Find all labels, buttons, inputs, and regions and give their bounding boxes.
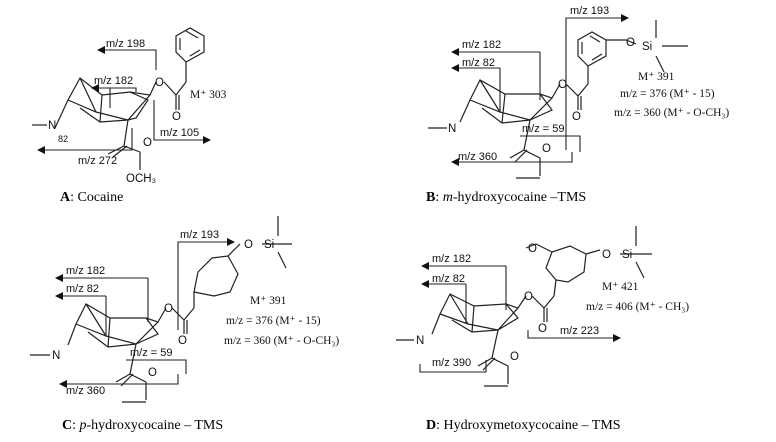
carbonyl-oxygen-d: O xyxy=(538,323,547,335)
caption-c-sep: : xyxy=(72,418,80,433)
ether-oxygen-b: O xyxy=(626,37,635,49)
frag-223-d: m/z 223 xyxy=(560,325,599,337)
ester-oxygen-b: O xyxy=(558,79,567,91)
frag-182-c: m/z 182 xyxy=(66,265,105,277)
carbonyl-oxygen-b: O xyxy=(572,111,581,123)
caption-a: A: Cocaine xyxy=(60,190,123,206)
ether-oxygen-d: O xyxy=(602,249,611,261)
ion-d-1: m/z = 406 (M⁺ - CH₃) xyxy=(586,301,689,313)
structure-a-cocaine: N 82 O O O OCH₃ m/z 198 m/z 182 m/z 105 … xyxy=(32,27,227,185)
ion-c-1: m/z = 376 (M⁺ - 15) xyxy=(226,315,321,327)
ion-c-2: m/z = 360 (M⁺ - O-CH₃) xyxy=(224,335,339,347)
methyl-ester-oxygen-c: O xyxy=(148,367,157,379)
fragment-lines-d xyxy=(419,262,621,373)
caption-d-sep: : xyxy=(436,418,444,433)
caption-d-letter: D xyxy=(426,418,437,433)
ion-a-0: M⁺ 303 xyxy=(190,89,227,101)
frag-193-c: m/z 193 xyxy=(180,229,219,241)
caption-c-letter: C xyxy=(62,418,73,433)
frag-59-b: m/z = 59 xyxy=(522,123,565,135)
structure-b-m-hydroxycocaine-tms: N O O O O Si m/z 193 m/z 182 m/z 82 m/z … xyxy=(428,5,729,179)
frag-390-d: m/z 390 xyxy=(432,357,471,369)
frag-59-c: m/z = 59 xyxy=(130,347,173,359)
ion-b-2: m/z = 360 (M⁺ - O-CH₃) xyxy=(614,107,729,119)
caption-d: D: Hydroxymetoxycocaine – TMS xyxy=(426,418,621,434)
caption-a-letter: A xyxy=(60,190,71,205)
frag-360-c: m/z 360 xyxy=(66,385,105,397)
ester-oxygen-c: O xyxy=(164,303,173,315)
methyl-ester-oxygen-a: O xyxy=(143,137,152,149)
fragment-lines-b xyxy=(451,14,629,166)
benzoyl-d xyxy=(525,226,652,322)
frag-82-d: m/z 82 xyxy=(432,273,465,285)
nitrogen-label-d: N xyxy=(416,335,424,347)
ion-c-0: M⁺ 391 xyxy=(250,295,287,307)
ion-b-0: M⁺ 391 xyxy=(638,71,675,83)
si-label-b: Si xyxy=(642,41,652,53)
frag-82-a: 82 xyxy=(58,134,68,144)
si-label-c: Si xyxy=(264,239,274,251)
si-label-d: Si xyxy=(622,249,632,261)
caption-b-prefix: m xyxy=(442,190,453,205)
structure-c-p-hydroxycocaine-tms: N O O O O Si m/z 193 m/z 182 m/z 82 m/z … xyxy=(30,216,339,403)
och3-label-a: OCH₃ xyxy=(126,173,157,185)
frag-182-b: m/z 182 xyxy=(462,39,501,51)
carbonyl-oxygen-c: O xyxy=(178,335,187,347)
caption-c-name: -hydroxycocaine – TMS xyxy=(86,418,224,433)
ion-b-1: m/z = 376 (M⁺ - 15) xyxy=(620,88,715,100)
caption-b-sep: : xyxy=(435,190,443,205)
frag-193-b: m/z 193 xyxy=(570,5,609,17)
frag-105-a: m/z 105 xyxy=(160,127,199,139)
benzoyl-b xyxy=(565,20,688,110)
methyl-ester-oxygen-b: O xyxy=(542,143,551,155)
ester-oxygen-d: O xyxy=(524,291,533,303)
nitrogen-label-b: N xyxy=(448,123,456,135)
ion-d-0: M⁺ 421 xyxy=(602,281,639,293)
carbonyl-oxygen-a: O xyxy=(172,111,181,123)
caption-a-name: Cocaine xyxy=(77,190,124,205)
tropane-skeleton-a xyxy=(32,77,157,170)
tropane-skeleton-c xyxy=(30,303,167,403)
benzoyl-c xyxy=(171,216,292,334)
frag-182-d: m/z 182 xyxy=(432,253,471,265)
frag-82-b: m/z 82 xyxy=(462,57,495,69)
caption-b: B: m-hydroxycocaine –TMS xyxy=(426,190,586,206)
caption-c: C: p-hydroxycocaine – TMS xyxy=(62,418,223,434)
fragment-lines-c xyxy=(55,238,235,388)
ether-oxygen-c: O xyxy=(244,239,253,251)
caption-b-letter: B xyxy=(426,190,436,205)
methoxy-oxygen-d: O xyxy=(528,243,537,255)
methyl-ester-oxygen-d: O xyxy=(510,351,519,363)
fragment-lines-a xyxy=(37,46,211,154)
ester-oxygen-a: O xyxy=(155,77,164,89)
frag-182-a: m/z 182 xyxy=(94,75,133,87)
frag-82-c: m/z 82 xyxy=(66,283,99,295)
caption-c-prefix: p xyxy=(79,418,87,433)
nitrogen-label-c: N xyxy=(52,350,60,362)
caption-a-sep: : xyxy=(70,190,78,205)
nitrogen-label-a: N xyxy=(48,120,56,132)
structure-d-hydroxymetoxycocaine-tms: N O O O O O Si m/z 182 m/z 82 m/z 223 m/… xyxy=(396,226,689,387)
caption-b-name: -hydroxycocaine –TMS xyxy=(452,190,587,205)
frag-360-b: m/z 360 xyxy=(458,151,497,163)
frag-272-a: m/z 272 xyxy=(78,155,117,167)
caption-d-name: Hydroxymetoxycocaine – TMS xyxy=(443,418,621,433)
benzoyl-a xyxy=(163,27,205,110)
frag-198-a: m/z 198 xyxy=(106,38,145,50)
